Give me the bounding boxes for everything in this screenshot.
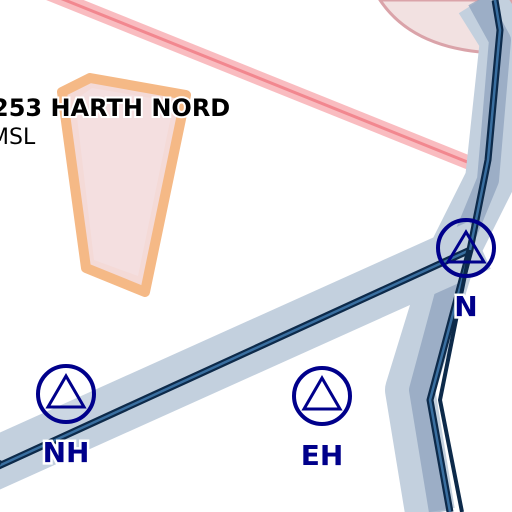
reporting-point-triangle-icon bbox=[436, 218, 496, 278]
reporting-point-triangle-icon bbox=[292, 366, 352, 426]
waypoint-label-nh: NH bbox=[43, 436, 90, 469]
airspace-altitude-label: MSL bbox=[0, 125, 36, 150]
danger-area-inner bbox=[75, 88, 174, 276]
waypoint-label-n: N bbox=[454, 290, 477, 323]
waypoint-nh[interactable] bbox=[36, 364, 96, 424]
waypoint-eh[interactable] bbox=[292, 366, 352, 426]
restricted-boundary-edge bbox=[60, 0, 512, 182]
reporting-point-triangle-icon bbox=[36, 364, 96, 424]
airspace-name-label: 253 HARTH NORD bbox=[0, 94, 230, 122]
waypoint-label-eh: EH bbox=[301, 439, 344, 472]
waypoint-n[interactable] bbox=[436, 218, 496, 278]
